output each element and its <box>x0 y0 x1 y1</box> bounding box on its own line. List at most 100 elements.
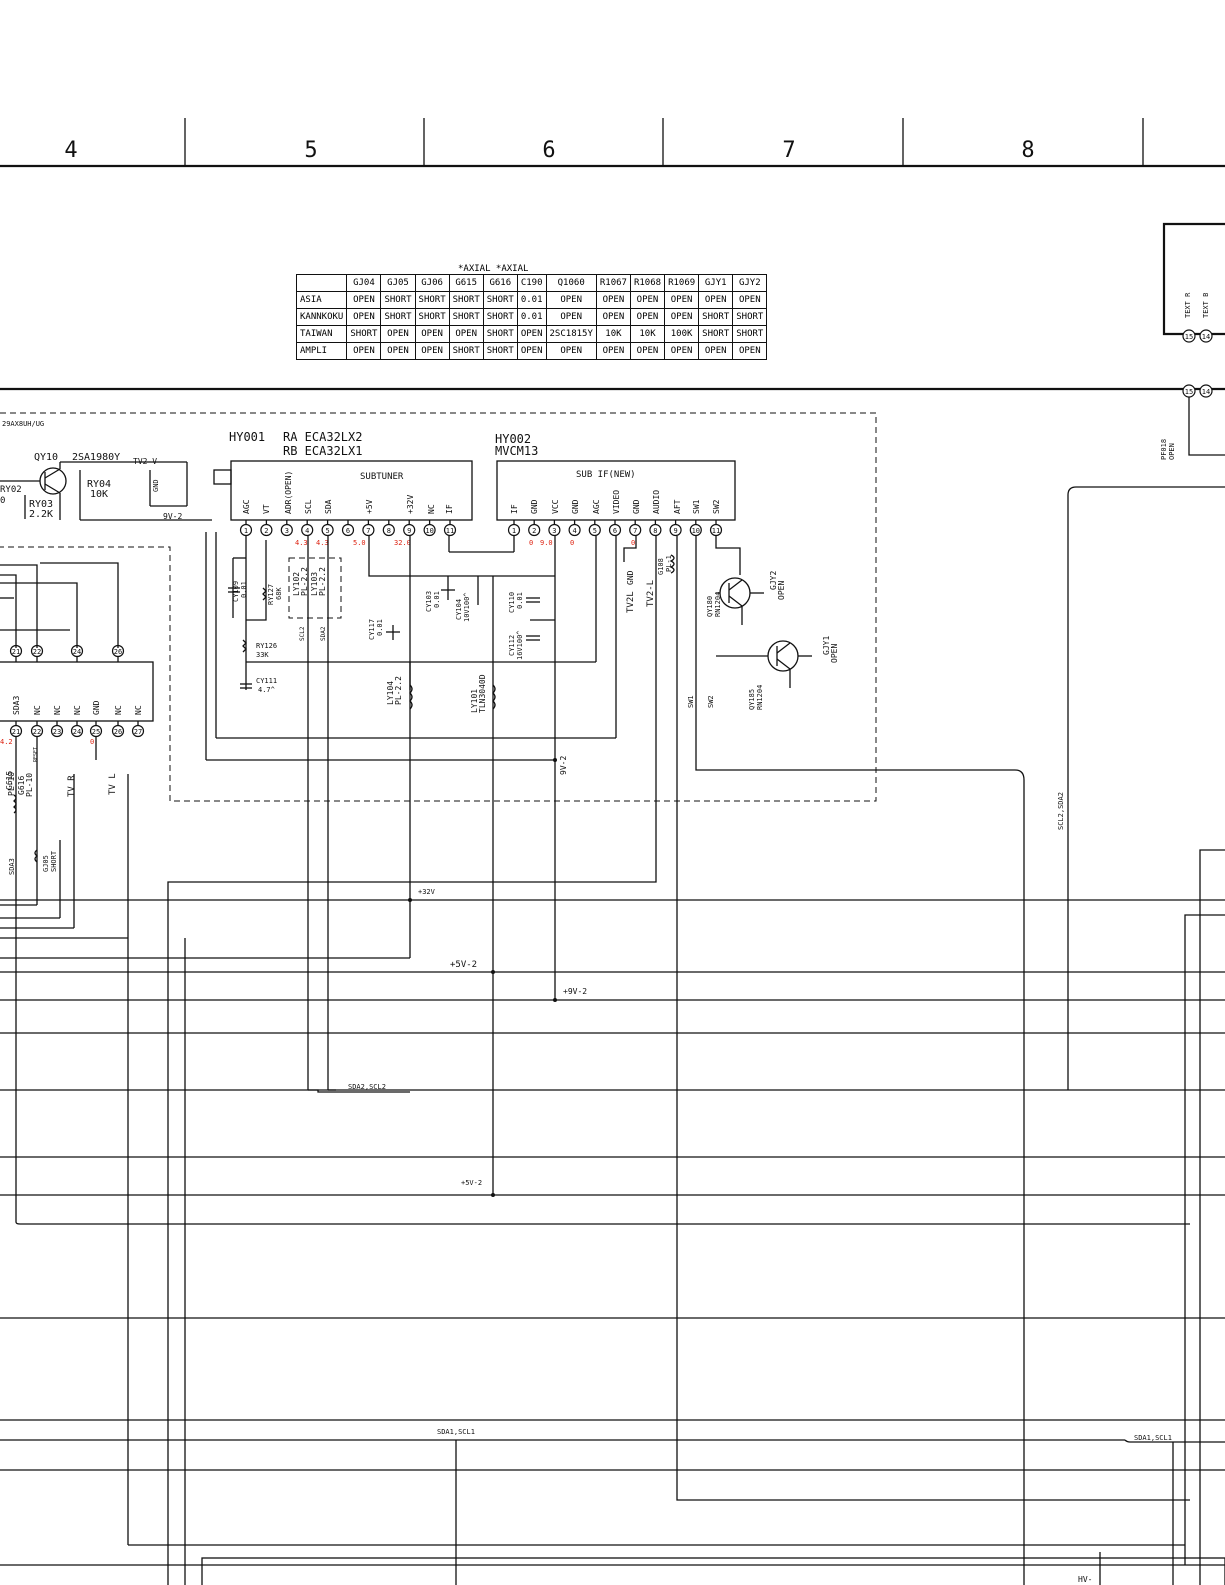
connector-pin-15: 15 <box>1185 333 1193 341</box>
hy002-pin-label: AUDIO <box>652 490 661 514</box>
qy180-label: QY180 <box>706 596 714 617</box>
tv2l-label: TV2L <box>626 591 636 613</box>
cy104-label: CY104 <box>455 599 463 620</box>
option-cell: OPEN <box>516 342 547 360</box>
option-cell: OPEN <box>595 291 631 309</box>
component-labels: CY109 0.01 RY127 68K LY102 PL-2.2 LY103 … <box>5 555 839 875</box>
hy002-pin-label: GND <box>530 499 539 514</box>
option-cell: OPEN <box>595 308 631 326</box>
pin-number: 24 <box>73 648 81 656</box>
hy002-pin-label: IF <box>510 504 519 514</box>
option-cell: OPEN <box>380 325 416 343</box>
hy002-support-circuit <box>167 536 1190 1585</box>
net-9v2-vertical: 9V-2 <box>559 756 568 775</box>
axial-note: *AXIAL *AXIAL <box>458 264 529 274</box>
pin-number: 10 <box>692 527 700 535</box>
qy10-ref: QY10 <box>34 452 58 463</box>
cy117-value: 0.01 <box>376 619 384 636</box>
pin-number: 2 <box>264 527 268 535</box>
option-region-name: AMPLI <box>295 342 348 360</box>
tv2-l-label: TV2-L <box>646 580 656 607</box>
option-cell: OPEN <box>698 291 734 309</box>
reset-label: RESET <box>33 747 39 762</box>
option-cell: OPEN <box>732 291 768 309</box>
option-cell: OPEN <box>346 291 382 309</box>
ly103-value: PL-2.2 <box>318 567 327 596</box>
option-cell: OPEN <box>414 342 450 360</box>
qy10-section: QY10 2SA1980Y TV2-V RY04 10K RY03 2.2K R… <box>0 452 212 521</box>
hy001-pin-label: SDA <box>324 499 333 514</box>
option-region-name: KANNKOKU <box>295 308 348 326</box>
pin-number: 23 <box>53 728 61 736</box>
cy112-value: 16V100^ <box>516 630 524 660</box>
ly102-label: LY102 <box>292 572 301 596</box>
ry03-ref: RY03 <box>29 499 53 510</box>
pin-number: 7 <box>633 527 637 535</box>
left-ic-pin-label: NC <box>114 705 123 715</box>
left-ic-pin-label: NC <box>33 705 42 715</box>
option-cell: OPEN <box>629 308 666 326</box>
net-sda1-scl1: SDA1,SCL1 <box>437 1428 475 1436</box>
voltage-reading: 0 <box>570 539 574 547</box>
pin-number: 3 <box>285 527 289 535</box>
option-cell: SHORT <box>414 308 450 326</box>
net-sda1-scl1-right: SDA1,SCL1 <box>1134 1434 1172 1442</box>
g616-value: PL-10 <box>25 773 34 797</box>
text-b-label: TEXT B <box>1202 293 1210 318</box>
grid-col-6: 6 <box>542 138 555 163</box>
pin-number: 11 <box>446 527 454 535</box>
pin-number: 25 <box>92 728 100 736</box>
net-hv: HV- <box>1078 1575 1092 1584</box>
pin-number: 8 <box>387 527 391 535</box>
pin-number: 1 <box>244 527 248 535</box>
sub-if-title: SUB IF(NEW) <box>576 470 636 480</box>
ry02-value: 0 <box>0 496 5 506</box>
cy103-label: CY103 <box>425 591 433 612</box>
net-32v: +32V <box>418 888 436 896</box>
option-cell: OPEN <box>664 308 700 326</box>
cy104-value: 10V100^ <box>463 592 471 622</box>
pin-number: 10 <box>425 527 433 535</box>
left-ic-pin-label: GND <box>92 700 101 715</box>
option-col-header: C190 <box>516 274 547 292</box>
option-cell: SHORT <box>448 342 484 360</box>
option-cell: OPEN <box>664 291 700 309</box>
ry02-label: RY02 <box>0 485 22 495</box>
option-col-header <box>295 274 348 292</box>
hy001-ref: HY001 <box>229 430 265 444</box>
option-cell: 100K <box>664 325 700 343</box>
option-cell: SHORT <box>732 308 768 326</box>
cy111-value: 4.7^ <box>258 686 275 694</box>
hy002-pin-label: SW1 <box>692 499 701 514</box>
option-col-header: GJY1 <box>698 274 734 292</box>
9v2-top-label: 9V-2 <box>163 512 182 521</box>
grid-col-5: 5 <box>304 138 317 163</box>
hy002-ref: HY002 <box>495 432 531 446</box>
option-cell: SHORT <box>380 308 416 326</box>
hy001-pin-label: SCL <box>304 499 313 514</box>
left-ic-pin-label: NC <box>53 705 62 715</box>
pin-number: 22 <box>33 728 41 736</box>
option-cell: SHORT <box>380 291 416 309</box>
option-region-name: TAIWAN <box>295 325 348 343</box>
tv-r-label: TV R <box>67 775 77 797</box>
qy185-part: RN1204 <box>756 685 764 710</box>
gjy1-label: GJY1 <box>822 636 831 655</box>
hy001-pin-label: NC <box>427 504 436 514</box>
option-col-header: GJ05 <box>380 274 416 292</box>
pin-number: 2 <box>532 527 536 535</box>
tv-l-label: TV L <box>108 773 118 795</box>
hy001-pin-label: ADR(OPEN) <box>284 471 293 514</box>
cy117-label: CY117 <box>368 619 376 640</box>
pin-number: 9 <box>673 527 677 535</box>
sda3-label: SDA3 <box>8 858 16 875</box>
hy001-rb-line: RB ECA32LX1 <box>283 444 362 458</box>
ly101-label: LY101 <box>470 689 479 713</box>
option-col-header: R1069 <box>664 274 700 292</box>
